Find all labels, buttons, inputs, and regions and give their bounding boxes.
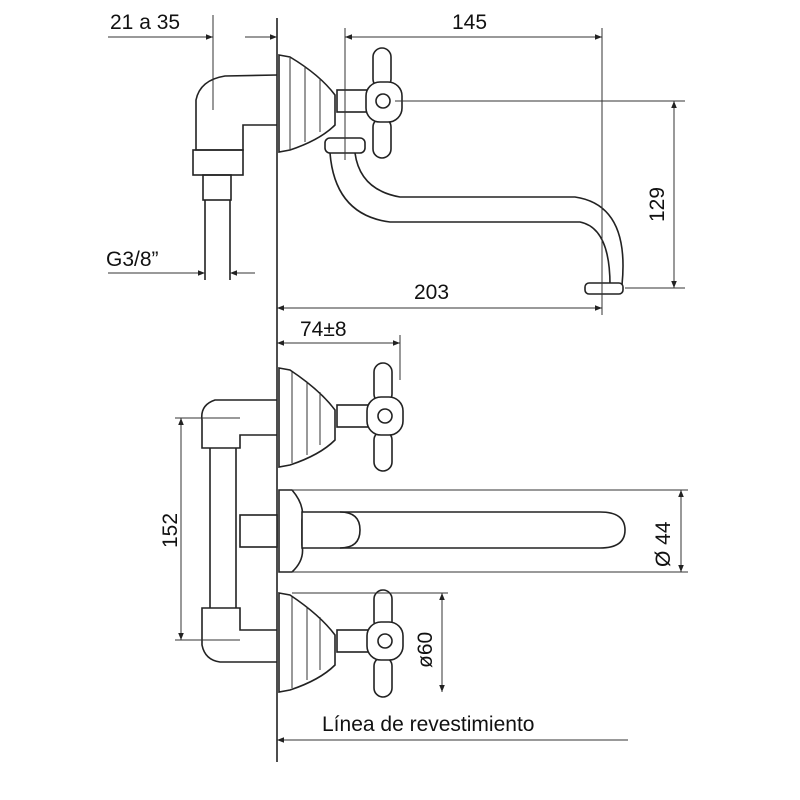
dim-total-reach: 203 (414, 281, 449, 304)
dim-thread: G3/8” (106, 248, 159, 271)
dim-spout-reach: 145 (452, 11, 487, 34)
front-view (200, 362, 626, 698)
side-view (192, 15, 624, 295)
dim-center-distance: 152 (159, 513, 182, 548)
dim-spout-height: 129 (646, 187, 669, 222)
dim-escutcheon-diameter: ø60 (414, 632, 437, 668)
finish-line-label: Línea de revestimiento (322, 713, 534, 736)
dim-wall-offset: 21 a 35 (110, 11, 180, 34)
dim-spout-diameter: Ø 44 (652, 521, 675, 567)
dim-handle-projection: 74±8 (300, 318, 347, 341)
